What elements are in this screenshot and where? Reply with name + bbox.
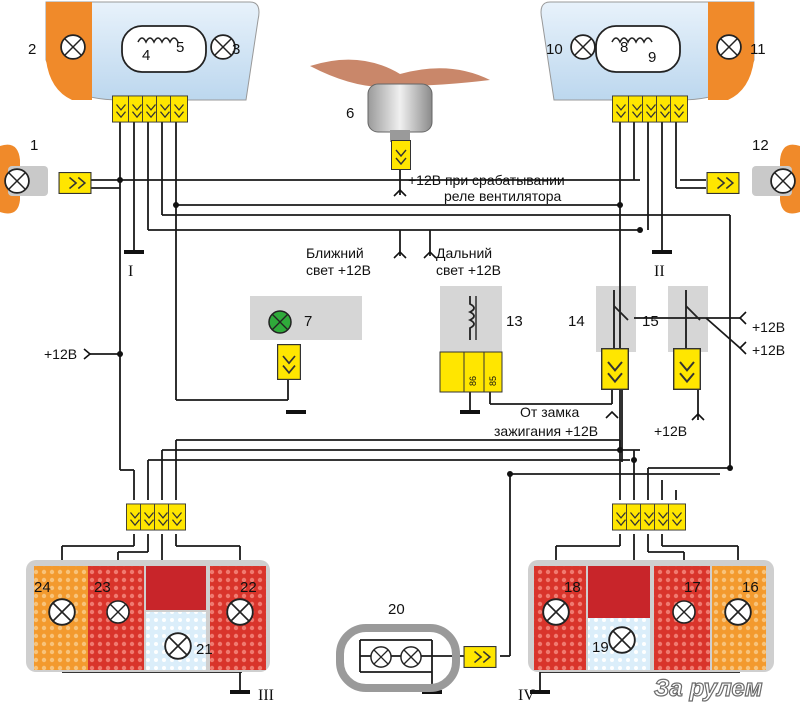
- connector-indicator: [276, 344, 302, 380]
- lamp-21-icon: [164, 632, 192, 660]
- switch-14-body: [596, 286, 636, 352]
- relay-pin-labels: 86 85: [468, 376, 498, 386]
- plate-lamp-body: [336, 624, 460, 692]
- label-7: 7: [304, 313, 312, 330]
- left-supply-label: +12В: [44, 346, 77, 362]
- connector-left-headlight: [112, 95, 188, 123]
- label-2: 2: [28, 41, 36, 58]
- label-4: 4: [142, 47, 150, 64]
- ground-label-II: II: [654, 263, 665, 280]
- connector-right-repeater: [706, 172, 740, 194]
- label-23: 23: [94, 579, 111, 596]
- publisher-logo: За рулем: [653, 674, 763, 702]
- fan-motor: [310, 59, 490, 142]
- lamp-20b-icon: [400, 646, 422, 668]
- indicator-panel: [250, 296, 362, 340]
- switch-contacts: [613, 305, 701, 321]
- wiring: [61, 120, 741, 690]
- low-beam-label-line1: Ближний: [306, 245, 364, 261]
- junctions: [117, 177, 733, 477]
- lamp-11-icon: [716, 34, 742, 60]
- label-13: 13: [506, 313, 523, 330]
- connector-rear-right: [612, 503, 686, 531]
- indicator-lamp-7-icon: [268, 310, 292, 334]
- label-10: 10: [546, 41, 563, 58]
- high-beam-label-line1: Дальний: [436, 245, 492, 261]
- fan-relay-label-line2: реле вентилятора: [444, 188, 562, 204]
- lamp-16-icon: [724, 598, 752, 626]
- relay-pin-86: 86: [468, 376, 478, 386]
- label-21: 21: [196, 641, 213, 658]
- lamp-19-icon: [608, 626, 636, 654]
- lamp-22-icon: [226, 598, 254, 626]
- lamp-1-icon: [4, 168, 30, 194]
- lamp-24-icon: [48, 598, 76, 626]
- lamp-20a-icon: [370, 646, 392, 668]
- ground-label-IV: IV: [518, 687, 535, 704]
- label-6: 6: [346, 105, 354, 122]
- lamp-17-icon: [672, 600, 696, 624]
- connector-fan: [390, 140, 412, 170]
- label-16: 16: [742, 579, 759, 596]
- relay-pin-85: 85: [488, 376, 498, 386]
- relay-coil: [467, 296, 477, 340]
- connector-switch-14: [600, 348, 630, 390]
- lamp-18-icon: [542, 598, 570, 626]
- connector-left-repeater: [58, 172, 92, 194]
- connector-right-headlight: [612, 95, 688, 123]
- fan-relay-label-line1: +12В при срабатывании: [408, 172, 565, 188]
- label-19: 19: [592, 639, 609, 656]
- label-22: 22: [240, 579, 257, 596]
- right-supply-label-1: +12В: [752, 319, 785, 335]
- ground-label-I: I: [128, 263, 133, 280]
- label-20: 20: [388, 601, 405, 618]
- connector-plate-light: [463, 646, 497, 668]
- label-3: 3: [232, 41, 240, 58]
- svg-text:За рулем: За рулем: [654, 675, 763, 702]
- connector-relay: [439, 351, 503, 393]
- label-12: 12: [752, 137, 769, 154]
- switch-supply-label: +12В: [654, 423, 687, 439]
- ignition-label-line1: От замка: [520, 404, 579, 420]
- label-24: 24: [34, 579, 51, 596]
- label-15: 15: [642, 313, 659, 330]
- label-11: 11: [750, 41, 766, 58]
- label-8: 8: [620, 39, 628, 56]
- ignition-label-line2: зажигания +12В: [494, 423, 598, 439]
- label-9: 9: [648, 49, 656, 66]
- component-numbers: 1 2 3 4 5 6 7 8 9 10 11 12 13 14 15 16 1…: [28, 39, 769, 658]
- lamp-2-icon: [60, 34, 86, 60]
- left-headlight: [45, 1, 260, 101]
- lamp-23-icon: [106, 600, 130, 624]
- supply-arrows: [83, 188, 747, 421]
- label-14: 14: [568, 313, 585, 330]
- supply-labels: +12В при срабатывании реле вентилятора Б…: [44, 172, 785, 439]
- lamp-12-icon: [770, 168, 796, 194]
- grounds: [124, 250, 672, 694]
- ground-label-III: III: [258, 687, 274, 704]
- ground-labels: I II III IV: [128, 263, 665, 704]
- right-supply-label-2: +12В: [752, 342, 785, 358]
- label-1: 1: [30, 137, 38, 154]
- label-17: 17: [684, 579, 701, 596]
- switch-15-body: [668, 286, 708, 352]
- low-beam-label-line2: свет +12В: [306, 262, 371, 278]
- label-5: 5: [176, 39, 184, 56]
- label-18: 18: [564, 579, 581, 596]
- connector-rear-left: [126, 503, 186, 531]
- connector-switch-15: [672, 348, 702, 390]
- high-beam-label-line2: свет +12В: [436, 262, 501, 278]
- lamp-10-icon: [570, 34, 596, 60]
